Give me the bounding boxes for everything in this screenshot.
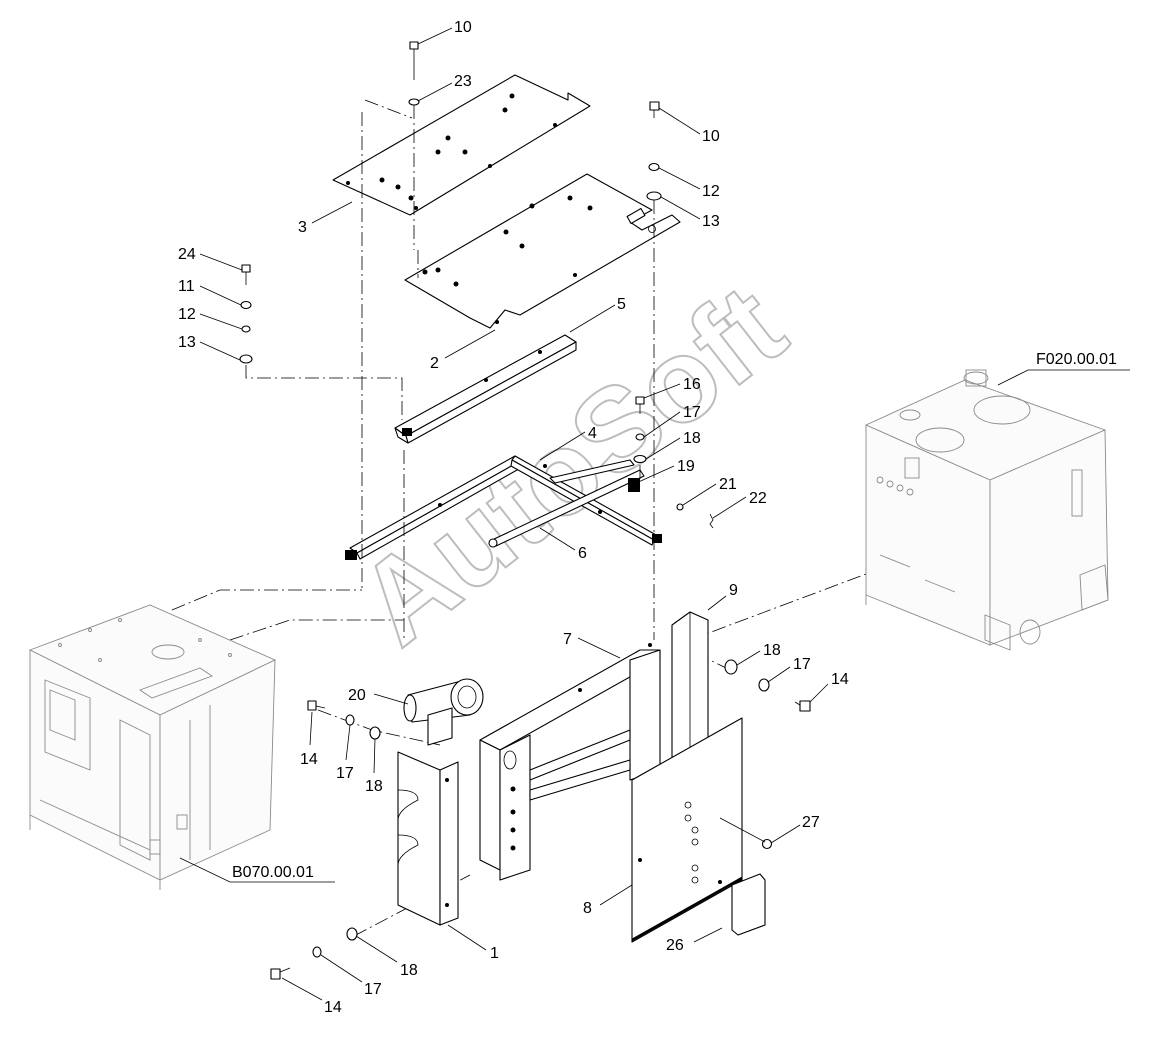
callout-8: 8 bbox=[583, 900, 592, 917]
callout-13: 13 bbox=[178, 334, 196, 351]
part-26-pad bbox=[731, 873, 766, 936]
callout-14: 14 bbox=[831, 671, 849, 688]
part-6-rod bbox=[488, 469, 645, 548]
callout-18: 18 bbox=[400, 962, 418, 979]
parts-19-21-22-small-hardware bbox=[676, 503, 714, 529]
callout-9: 9 bbox=[729, 582, 738, 599]
hardware-center-stack bbox=[633, 396, 647, 464]
part-27-nut bbox=[761, 838, 773, 850]
part-5-bracket-rail bbox=[394, 334, 577, 444]
callout-1: 1 bbox=[490, 945, 499, 962]
callout-14: 14 bbox=[300, 751, 318, 768]
part-2-cover-plate bbox=[404, 173, 681, 329]
callout-10: 10 bbox=[454, 19, 472, 36]
part-20-tube bbox=[403, 678, 484, 746]
reference-label-right: F020.00.01 bbox=[1036, 351, 1117, 368]
callout-11: 11 bbox=[178, 278, 195, 295]
callout-23: 23 bbox=[454, 73, 472, 90]
callout-14: 14 bbox=[324, 999, 342, 1016]
callout-5: 5 bbox=[617, 296, 626, 313]
reference-unit-right bbox=[864, 369, 1109, 651]
callout-17: 17 bbox=[364, 981, 382, 998]
callout-18: 18 bbox=[763, 642, 781, 659]
reference-unit-left bbox=[28, 604, 277, 890]
watermark: AutoSoft bbox=[335, 260, 809, 671]
callout-17: 17 bbox=[336, 765, 354, 782]
callout-18: 18 bbox=[683, 430, 701, 447]
callout-22: 22 bbox=[749, 490, 767, 507]
reference-label-left: B070.00.01 bbox=[232, 864, 314, 881]
callout-17: 17 bbox=[683, 404, 701, 421]
hardware-left-stack bbox=[239, 264, 253, 364]
part-1-cover bbox=[397, 751, 459, 926]
callout-27: 27 bbox=[802, 814, 820, 831]
callout-7: 7 bbox=[563, 631, 572, 648]
callout-4: 4 bbox=[588, 425, 597, 442]
callout-leaders bbox=[179, 27, 1130, 1001]
callout-16: 16 bbox=[683, 376, 701, 393]
hardware-right-middle bbox=[724, 659, 811, 712]
callout-19: 19 bbox=[677, 458, 695, 475]
callout-18: 18 bbox=[365, 778, 383, 795]
callout-labels: 10 23 10 12 13 3 24 11 12 13 2 5 16 17 1… bbox=[178, 19, 1117, 1016]
callout-10: 10 bbox=[702, 128, 720, 145]
hardware-top-left-bolt-10 bbox=[408, 41, 420, 106]
callout-6: 6 bbox=[578, 545, 587, 562]
callout-12: 12 bbox=[702, 183, 720, 200]
hardware-top-right-stack bbox=[646, 101, 662, 201]
callout-12: 12 bbox=[178, 306, 196, 323]
callout-21: 21 bbox=[719, 476, 737, 493]
hardware-bottom bbox=[270, 927, 358, 980]
callout-17: 17 bbox=[793, 656, 811, 673]
callout-24: 24 bbox=[178, 246, 196, 263]
callout-26: 26 bbox=[666, 937, 684, 954]
part-7-frame bbox=[479, 643, 661, 881]
part-8-plate bbox=[631, 717, 743, 943]
callout-2: 2 bbox=[430, 355, 439, 372]
callout-3: 3 bbox=[298, 219, 307, 236]
callout-20: 20 bbox=[348, 687, 366, 704]
callout-13: 13 bbox=[702, 213, 720, 230]
part-3-top-cover-plate bbox=[332, 74, 591, 216]
